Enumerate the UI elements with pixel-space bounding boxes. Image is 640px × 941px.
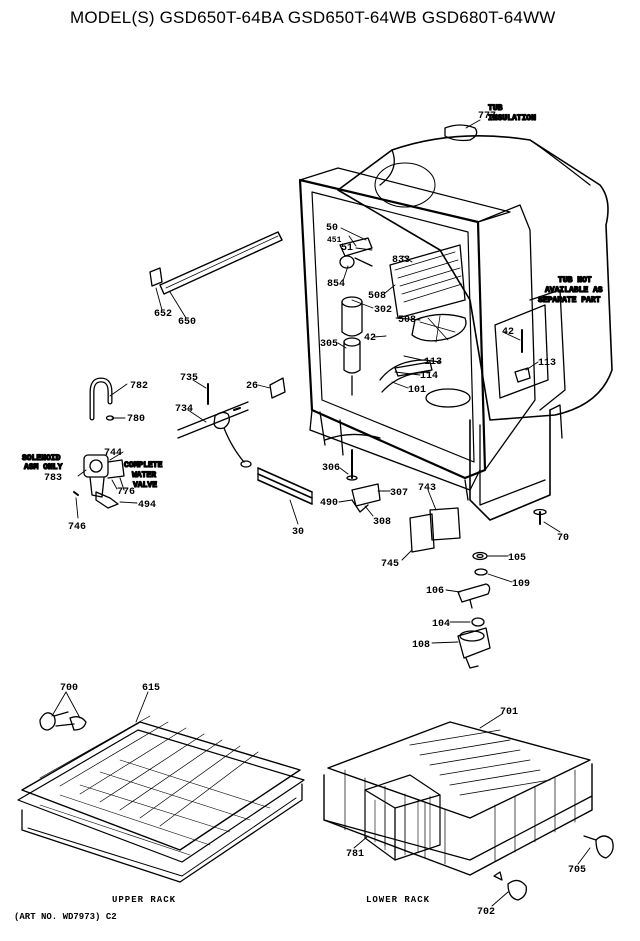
- label-744: 744: [104, 448, 122, 459]
- label-734: 734: [175, 404, 193, 415]
- label-50: 50: [326, 223, 338, 234]
- label-106: 106: [426, 586, 444, 597]
- note-tub-not-available-line1: TUB NOT: [558, 276, 592, 285]
- note-tub-insulation-line1: TUB: [488, 104, 503, 113]
- label-306: 306: [322, 463, 340, 474]
- label-508-lower: 508: [398, 315, 416, 326]
- label-776: 776: [117, 487, 135, 498]
- note-complete-valve-line3: VALVE: [133, 481, 157, 490]
- label-783: 783: [44, 473, 62, 484]
- label-105: 105: [508, 553, 526, 564]
- label-777: 777: [478, 111, 496, 122]
- label-109: 109: [512, 579, 530, 590]
- label-494: 494: [138, 500, 156, 511]
- label-701: 701: [500, 707, 518, 718]
- label-735: 735: [180, 373, 198, 384]
- door-gasket-parts: [150, 232, 282, 294]
- label-113-tub: 113: [424, 357, 442, 368]
- leader-lines: [52, 120, 590, 906]
- label-51: 51: [341, 243, 353, 254]
- label-833: 833: [392, 255, 410, 266]
- note-complete-valve-line2: WATER: [132, 471, 156, 480]
- label-30: 30: [292, 527, 304, 538]
- tub-assembly: [300, 125, 612, 524]
- upper-rack-drawing: [18, 712, 304, 882]
- label-490: 490: [320, 498, 338, 509]
- label-743: 743: [418, 483, 436, 494]
- sump-parts: [352, 484, 490, 668]
- page-title: MODEL(S) GSD650T-64BA GSD650T-64WB GSD68…: [70, 8, 556, 27]
- label-780: 780: [127, 414, 145, 425]
- label-113-side: 113: [538, 358, 556, 369]
- lower-rack-drawing: [324, 722, 613, 900]
- note-tub-insulation-line2: INSULATION: [488, 114, 536, 123]
- label-745: 745: [381, 559, 399, 570]
- label-26: 26: [246, 381, 258, 392]
- label-650: 650: [178, 317, 196, 328]
- label-746: 746: [68, 522, 86, 533]
- caption-upper-rack: UPPER RACK: [112, 895, 176, 905]
- label-781: 781: [346, 849, 364, 860]
- note-solenoid-line2: ASM ONLY: [24, 463, 63, 472]
- caption-lower-rack: LOWER RACK: [366, 895, 430, 905]
- label-451: 451: [327, 236, 342, 245]
- note-tub-not-available-line3: SEPARATE PART: [538, 296, 601, 305]
- label-615: 615: [142, 683, 160, 694]
- label-104: 104: [432, 619, 450, 630]
- label-308: 308: [373, 517, 391, 528]
- label-108: 108: [412, 640, 430, 651]
- label-854: 854: [327, 279, 345, 290]
- label-702: 702: [477, 907, 495, 918]
- label-307: 307: [390, 488, 408, 499]
- note-solenoid-line1: SOLENOID: [22, 454, 61, 463]
- label-42-side: 42: [502, 327, 514, 338]
- water-valve-parts: [74, 380, 124, 508]
- art-number: (ART NO. WD7973) C2: [14, 912, 117, 922]
- label-114: 114: [420, 371, 438, 382]
- label-101: 101: [408, 385, 426, 396]
- label-705: 705: [568, 865, 586, 876]
- note-tub-not-available-line2: AVAILABLE AS: [545, 286, 603, 295]
- label-508-upper: 508: [368, 291, 386, 302]
- note-complete-valve-line1: COMPLETE: [124, 461, 163, 470]
- label-305: 305: [320, 339, 338, 350]
- label-652: 652: [154, 309, 172, 320]
- label-302: 302: [374, 305, 392, 316]
- heater-and-wiring: [178, 378, 312, 504]
- label-70: 70: [557, 533, 569, 544]
- label-700: 700: [60, 683, 78, 694]
- label-782: 782: [130, 381, 148, 392]
- label-42-tub: 42: [364, 333, 376, 344]
